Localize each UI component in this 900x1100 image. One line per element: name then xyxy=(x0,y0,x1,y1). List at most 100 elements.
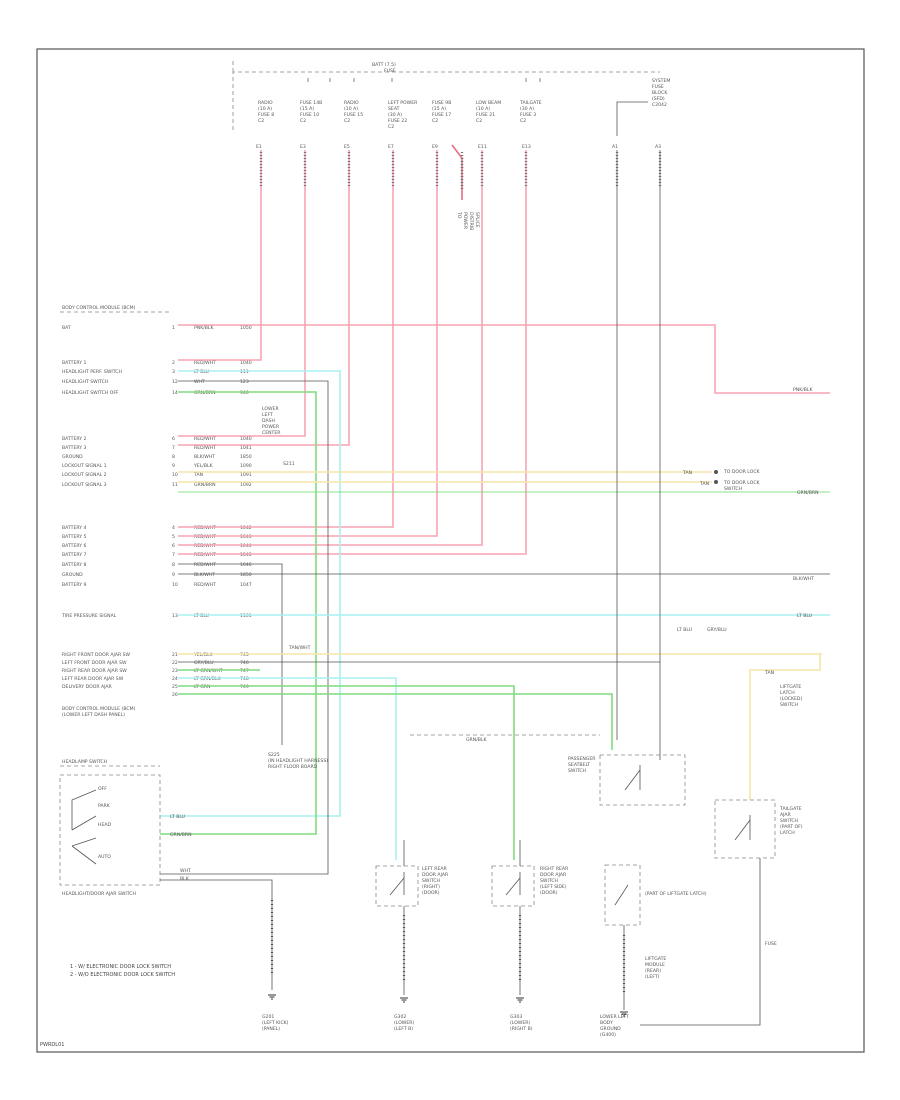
wire-fuse3 xyxy=(178,150,527,555)
bcm-pin-number: 24 xyxy=(172,676,178,682)
svg-text:POWER: POWER xyxy=(262,424,280,430)
power-distribution-splice-label: TO POWER DISTRIB SPLICE xyxy=(456,211,480,230)
fuse-label-5: LOW BEAM xyxy=(476,100,501,106)
bcm-pin-name: GROUND xyxy=(62,454,83,460)
lower-ground-wires xyxy=(402,840,761,1026)
bcm-pin-number: 25 xyxy=(172,684,178,690)
svg-text:G303: G303 xyxy=(510,1014,522,1020)
legend-2: 2 - W/O ELECTRONIC DOOR LOCK SWITCH xyxy=(70,972,175,978)
svg-text:POWER: POWER xyxy=(462,212,468,230)
ground-symbol-3 xyxy=(620,1011,628,1017)
ground-symbol-2 xyxy=(516,997,524,1003)
fuse-label-4: FUSE 9B xyxy=(432,100,451,106)
svg-text:(LOWER): (LOWER) xyxy=(510,1020,530,1026)
fuse-pin-5: E11 xyxy=(478,144,487,150)
fuse-block-outline xyxy=(232,60,660,130)
svg-text:(PART OF): (PART OF) xyxy=(780,824,803,830)
bcm-pin-wire: BLK/WHT xyxy=(194,454,215,460)
bcm-pin-wire: RED/WHT xyxy=(194,360,216,366)
bcm-pin-number: 10 xyxy=(172,472,178,478)
bcm-pin-wire: PNK/BLK xyxy=(194,325,214,331)
fuse-label-2: RADIO xyxy=(344,100,359,106)
bcm-pin-wire: BLK/WHT xyxy=(194,572,215,578)
bcm-pin-circuit: 1041 xyxy=(240,445,252,451)
headlamp-switch-symbol: OFF PARK HEAD AUTO xyxy=(71,786,111,865)
bcm-pin-circuit: 748 xyxy=(240,676,249,682)
bcm-pin-name: HEADLIGHT SWITCH OFF xyxy=(62,390,119,396)
bcm-pin-name: HEADLIGHT SWITCH xyxy=(62,379,108,385)
fuse-label-0: FUSE 8 xyxy=(258,112,274,118)
bcm-pin-wire: LT GRN xyxy=(194,684,210,690)
bcm-pin-name: RIGHT REAR DOOR AJAR SW xyxy=(62,668,127,674)
ground-symbols xyxy=(268,994,628,1017)
right-fuse-block-label: SYSTEM FUSE BLOCK (SFD) C2042 xyxy=(652,78,670,108)
bcm-header: BODY CONTROL MODULE (BCM) xyxy=(62,305,136,311)
fuse-pin-6: E13 xyxy=(522,144,531,150)
svg-text:DOOR AJAR: DOOR AJAR xyxy=(540,872,567,878)
lower-dash-label: LOWER LEFT DASH POWER CENTER xyxy=(262,406,281,436)
bcm-pin-circuit: 1091 xyxy=(240,472,252,478)
fuse-label-3: FUSE 22 xyxy=(388,118,407,124)
bcm-pin-number: 21 xyxy=(172,652,178,658)
bcm-pin-name: GROUND xyxy=(62,572,83,578)
bcm-pin-number: 11 xyxy=(172,482,178,488)
bcm-pin-name: BATTERY 7 xyxy=(62,552,87,558)
fuse-label-4: FUSE 17 xyxy=(432,112,451,118)
svg-text:FUSE: FUSE xyxy=(652,84,664,90)
bcm-pin-circuit: 1850 xyxy=(240,454,252,460)
rf-wire-label: TAN/WHT xyxy=(288,645,311,651)
ground-labels: G201 (LEFT KICK) (PANEL) G302 (LOWER) (L… xyxy=(262,1014,629,1038)
svg-text:DOOR AJAR: DOOR AJAR xyxy=(422,872,449,878)
page-id: PWRDL01 xyxy=(40,1042,64,1048)
svg-text:(G400): (G400) xyxy=(600,1032,616,1038)
fuse-label-1: FUSE 10 xyxy=(300,112,319,118)
bcm-pin-number: 7 xyxy=(172,445,175,451)
ground-symbol-0 xyxy=(268,994,276,1000)
svg-text:(RIGHT B): (RIGHT B) xyxy=(510,1026,533,1032)
headlamp-switch-label: HEADLIGHT/DOOR AJAR SWITCH xyxy=(62,891,136,897)
bcm-pin-wire: GRN/BRN xyxy=(194,390,216,396)
fuse-label-2: (10 A) xyxy=(344,106,358,112)
bcm-pin-name: LEFT REAR DOOR AJAR SW xyxy=(62,676,124,682)
headlamp-header: HEADLAMP SWITCH xyxy=(62,759,107,765)
bcm-pin-number: 4 xyxy=(172,525,175,531)
wire-lr-door xyxy=(178,677,397,860)
bcm-pin-wire: RED/WHT xyxy=(194,543,216,549)
bcm-pin-name: HEADLIGHT PERF. SWITCH xyxy=(62,369,122,375)
bcm-pin-name: BATTERY 1 xyxy=(62,360,87,366)
fuse-pin-0: E1 xyxy=(256,144,262,150)
bcm-pin-circuit: 1850 xyxy=(240,572,252,578)
fuse-pin-3: E7 xyxy=(388,144,394,150)
svg-text:LEFT: LEFT xyxy=(262,412,273,418)
lockout-conn-1 xyxy=(714,470,718,474)
bcm-pin-name: LOCKOUT SIGNAL 3 xyxy=(62,482,107,488)
svg-text:(SFD): (SFD) xyxy=(652,96,665,102)
lower-splice-label: S225 (IN HEADLIGHT HARNESS) RIGHT FLOOR … xyxy=(268,752,328,770)
bcm-pin-wire: RED/WHT xyxy=(194,562,216,568)
bcm-pin-name: BATTERY 9 xyxy=(62,582,87,588)
bcm-footer-2: (LOWER LEFT DASH PANEL) xyxy=(62,712,125,718)
fuse-label-1: C2 xyxy=(300,118,306,124)
lockout-2-dest-2: SWITCH xyxy=(724,486,742,492)
bcm-pin-wire: YEL/BLK xyxy=(193,463,214,469)
distribution-label: GRN/BLK xyxy=(466,737,487,743)
svg-text:(DOOR): (DOOR) xyxy=(422,890,440,896)
wire-fuse15 xyxy=(178,150,350,446)
bcm-pin-number: 14 xyxy=(172,390,178,396)
bcm-pin-number: 6 xyxy=(172,543,175,549)
svg-text:G201: G201 xyxy=(262,1014,274,1020)
right-rear-door-switch: RIGHT REAR DOOR AJAR SWITCH (LEFT SIDE) … xyxy=(491,865,569,907)
svg-text:TO: TO xyxy=(456,211,462,219)
fuse-label-3: (30 A) xyxy=(388,112,402,118)
bcm-pin-circuit: 1043 xyxy=(240,534,252,540)
svg-text:OFF: OFF xyxy=(98,786,107,792)
